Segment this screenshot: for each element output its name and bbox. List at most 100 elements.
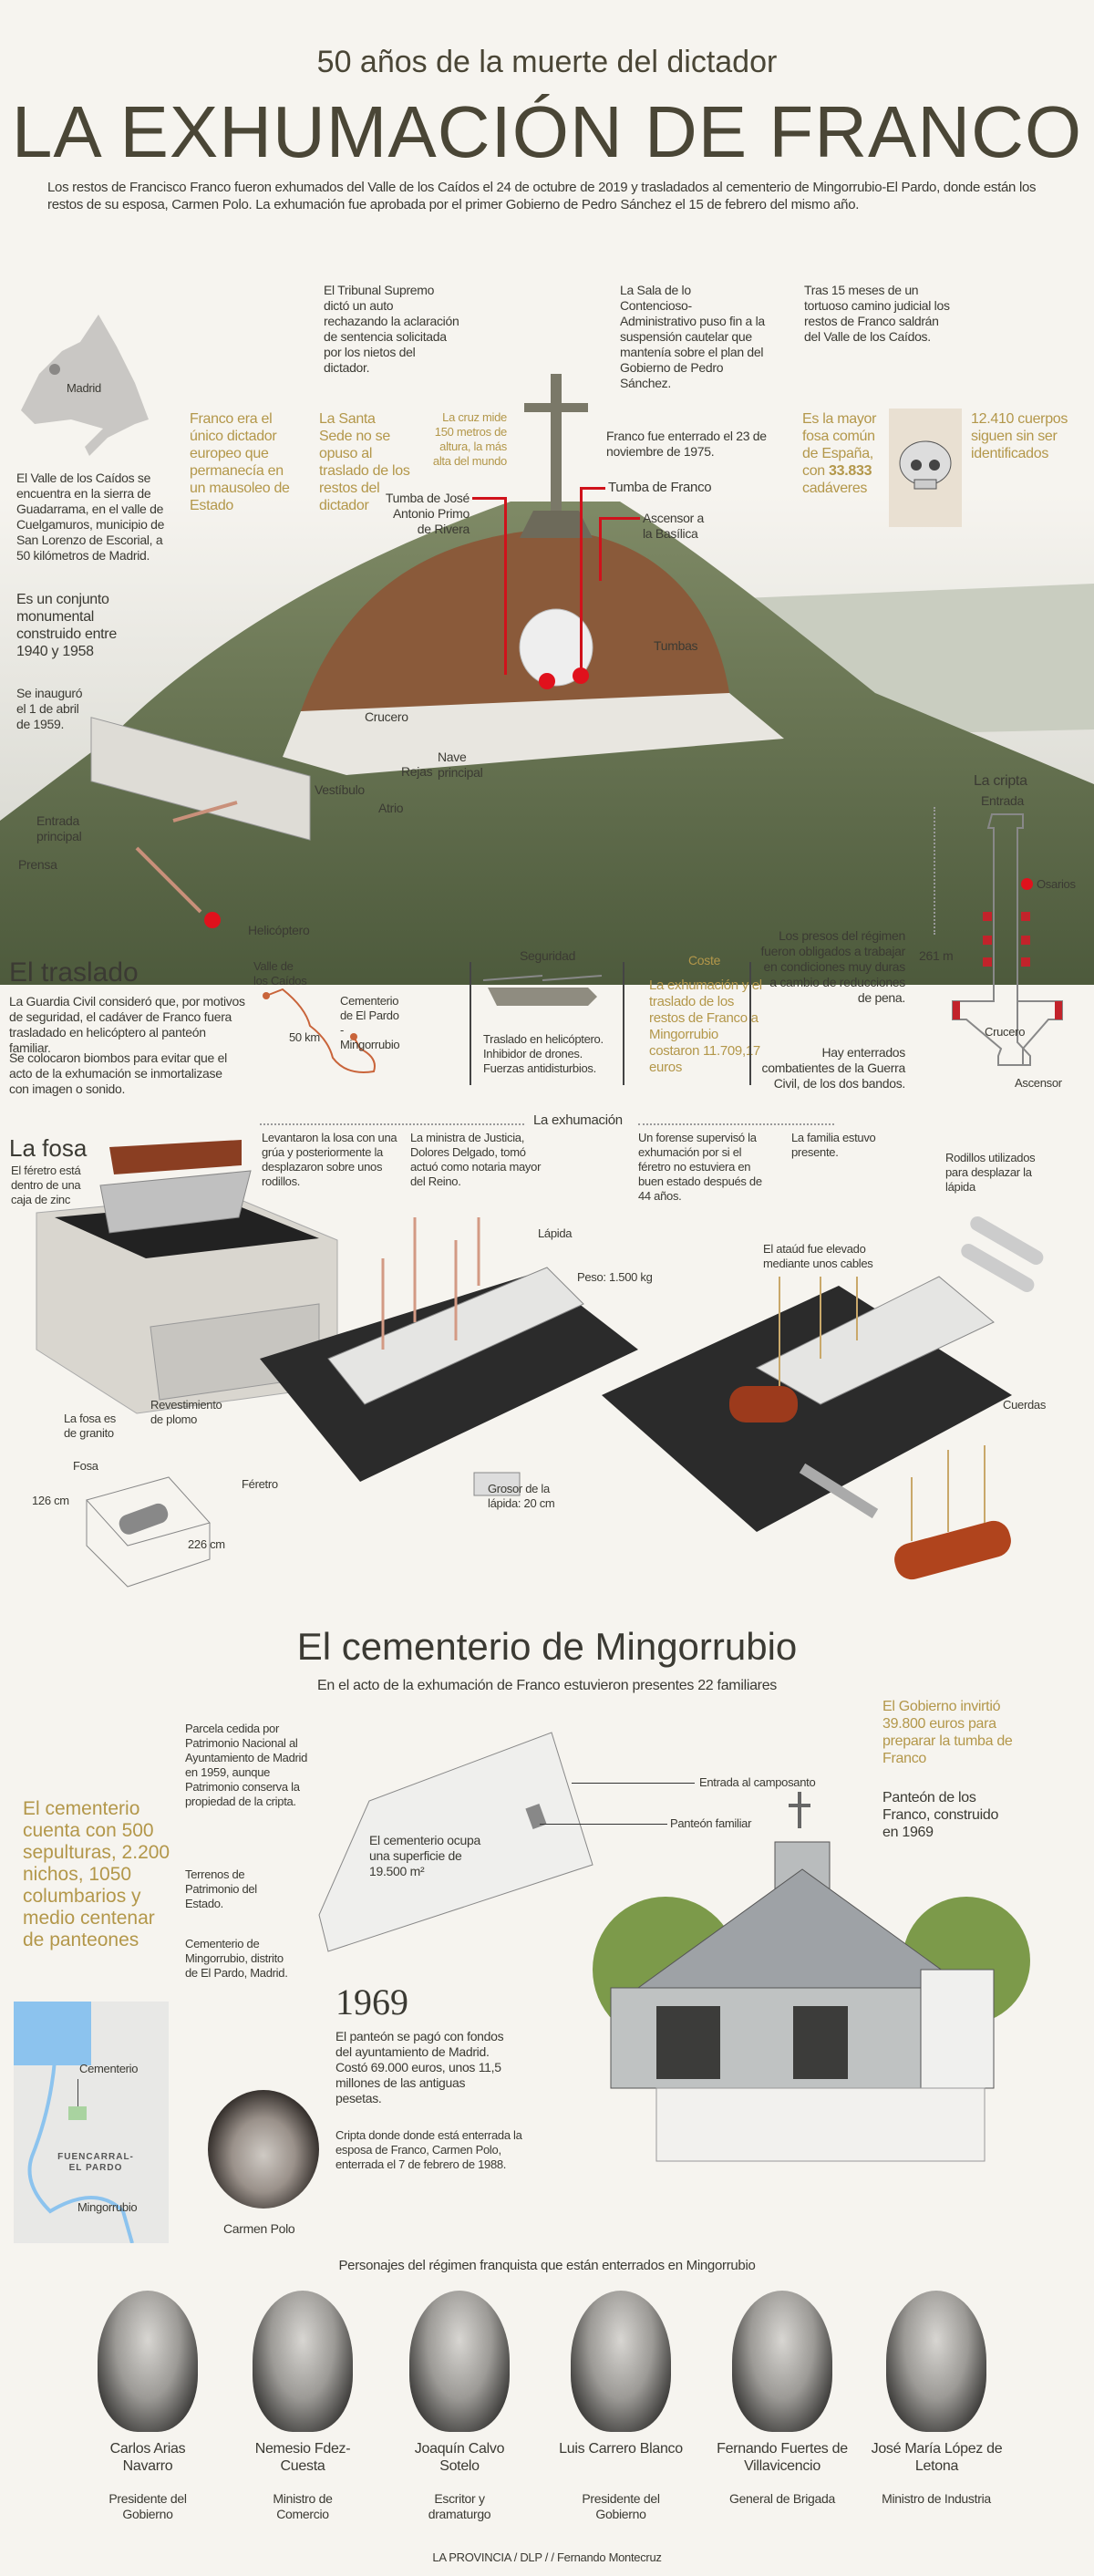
coffin-roped — [894, 1520, 1011, 1580]
roller — [970, 1216, 1044, 1265]
cripta-title: La cripta — [974, 773, 1027, 789]
fosa-title: La fosa — [9, 1134, 88, 1162]
coffin — [109, 1140, 242, 1174]
fosa-comun-number: 33.833 — [829, 463, 872, 479]
person-name: Carlos Arias Navarro — [109, 2441, 186, 2474]
valle-location-dot — [49, 364, 60, 375]
coffin-raised — [729, 1386, 798, 1422]
person-name: Nemesio Fdez- Cuesta — [254, 2441, 351, 2474]
route-origin: Valle de los Caídos — [253, 959, 307, 988]
entrada-camposanto: Entrada al camposanto — [699, 1775, 816, 1789]
map-mingorrubio: Mingorrubio — [77, 2200, 138, 2214]
cross-arm — [524, 403, 588, 412]
church-illustration — [593, 1792, 1030, 2162]
tumba-franco-marker — [573, 667, 589, 684]
person-role: Presidente del Gobierno — [108, 2491, 187, 2521]
fosa-text: El féretro está dentro de una caja de zi… — [11, 1164, 81, 1206]
fosa-diagram — [86, 1476, 211, 1588]
label-tumba-ja: Tumba de José Antonio Primo de Rivera — [385, 491, 470, 536]
move-arrow — [799, 1463, 879, 1519]
page-title: LA EXHUMACIÓN DE FRANCO — [11, 91, 1083, 172]
skull-image — [889, 409, 962, 527]
traslado-title: El traslado — [9, 957, 139, 988]
panteon-familiar: Panteón familiar — [670, 1816, 752, 1830]
person-role: Ministro de Industria — [882, 2491, 991, 2506]
superficie-text: El cementerio ocupa una superficie de 19… — [369, 1833, 480, 1878]
lapida-2 — [755, 1276, 995, 1405]
tumba-ja-marker — [539, 673, 555, 689]
route-origin-dot — [263, 992, 270, 999]
person-role: General de Brigada — [728, 2491, 835, 2506]
cripta-ascensor: Ascensor — [1015, 1076, 1062, 1090]
fosa-comun-post: cadáveres — [802, 481, 868, 496]
helicoptero-marker — [204, 912, 221, 928]
person-role: Escritor y dramaturgo — [428, 2491, 491, 2521]
kicker: 50 años de la muerte del dictador — [316, 45, 778, 79]
traslado-p1: La Guardia Civil consideró que, por moti… — [9, 994, 245, 1055]
madrid-map — [21, 315, 149, 456]
label-nave: Nave principal — [438, 750, 483, 780]
cementerio-capacidad: El cementerio cuenta con 500 sepulturas,… — [23, 1798, 170, 1950]
parcela-text: Parcela cedida por Patrimonio Nacional a… — [185, 1722, 308, 1808]
valle-illustration — [0, 374, 1094, 985]
roller — [961, 1244, 1035, 1292]
feretro-label: Féretro — [242, 1477, 278, 1491]
peso-label: Peso: 1.500 kg — [577, 1270, 653, 1284]
label-helicoptero: Helicóptero — [248, 923, 310, 937]
terrenos-text: Terrenos de Patrimonio del Estado. — [185, 1867, 257, 1910]
portrait-photo — [732, 2291, 832, 2432]
cross-shaft — [551, 374, 562, 511]
leader-entrada — [572, 1783, 695, 1784]
exhumacion-step-3: Un forense supervisó la exhumación por s… — [638, 1131, 762, 1203]
map-cementerio: Cementerio — [79, 2062, 139, 2075]
lapida-frame — [260, 1272, 638, 1482]
footer-credit: LA PROVINCIA / DLP / / Fernando Montecru… — [432, 2550, 662, 2564]
cuerdas-label: Cuerdas — [1003, 1398, 1047, 1412]
person-name: José María López de Letona — [871, 2441, 1003, 2474]
person-role: Ministro de Comercio — [273, 2491, 333, 2521]
fact-cruz: La cruz mide 150 metros de altura, la má… — [432, 410, 507, 468]
route-dest-dot — [350, 1033, 357, 1040]
label-vestibulo: Vestíbulo — [315, 782, 365, 797]
exhumacion-illustration — [36, 1140, 1044, 1588]
route-distance: 50 km — [289, 1030, 320, 1044]
cross-base — [520, 511, 593, 538]
portrait-photo — [253, 2291, 353, 2432]
divider — [623, 962, 624, 1085]
ubicacion-text: Cementerio de Mingorrubio, distrito de E… — [185, 1937, 288, 1980]
exhumacion-rule-left — [260, 1123, 524, 1125]
intro-text: Los restos de Francisco Franco fueron ex… — [47, 180, 1037, 212]
cuerpos-text: 12.410 cuerpos siguen sin ser identifica… — [971, 411, 1068, 461]
exhumacion-step-1: Levantaron la losa con una grúa y poster… — [262, 1131, 397, 1188]
label-prensa: Prensa — [18, 857, 57, 872]
label-ascensor: Ascensor a la Basílica — [643, 511, 705, 541]
lapida-label: Lápida — [538, 1226, 573, 1240]
cripta-entrada: Entrada — [981, 793, 1024, 808]
exhumacion-title: La exhumación — [533, 1112, 623, 1128]
panteon-marker — [525, 1803, 547, 1830]
exhumacion-step-2: La ministra de Justicia, Dolores Delgado… — [410, 1131, 542, 1188]
divider — [470, 962, 471, 1085]
leader-tumba-franco — [580, 487, 605, 677]
seguridad-title: Seguridad — [520, 948, 576, 963]
coste-text: La exhumación y el traslado de los resto… — [649, 978, 762, 1075]
portrait-photo — [571, 2291, 671, 2432]
basilica-nave — [283, 693, 784, 775]
leader-tumba-ja — [472, 497, 507, 675]
label-atrio: Atrio — [378, 801, 404, 815]
granito-label: La fosa es de granito — [64, 1412, 116, 1440]
coste-title: Coste — [688, 953, 721, 967]
valle-conjunto-text: Es un conjunto monumental construido ent… — [16, 592, 117, 659]
carmen-polo-photo — [208, 2090, 319, 2209]
basilica-dome — [519, 608, 593, 687]
traslado-p2: Se colocaron biombos para evitar que el … — [9, 1050, 227, 1096]
cementerio-plot — [318, 1732, 593, 1952]
label-tumba-franco: Tumba de Franco — [608, 480, 712, 495]
entrance-building — [90, 717, 311, 841]
gobierno-text: El Gobierno invirtió 39.800 euros para p… — [882, 1699, 1013, 1766]
cripta-length: 261 m — [919, 948, 954, 963]
enterrado-text: Franco fue enterrado el 23 de noviembre … — [606, 429, 767, 459]
divider — [749, 962, 751, 1085]
cementerio-subtitle: En el acto de la exhumación de Franco es… — [316, 1678, 778, 1693]
leader-ascensor — [599, 517, 640, 581]
